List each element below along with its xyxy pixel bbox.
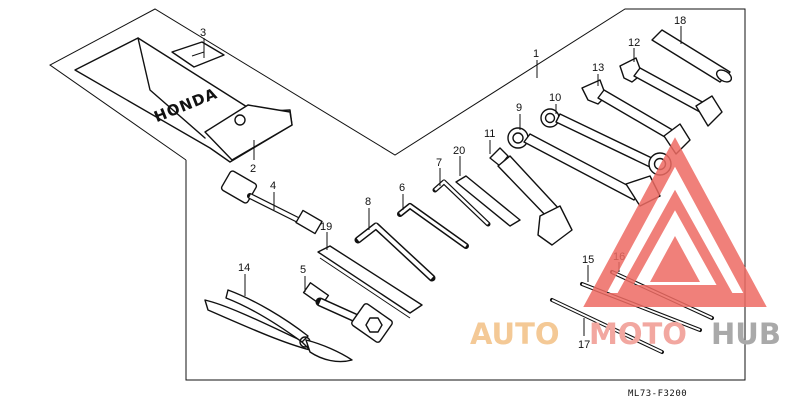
part-6-hex-key [397,203,469,249]
part-20-flat-blade [455,175,521,227]
part-8-hex-key-large [354,222,436,282]
part-14-pliers [204,289,353,363]
watermark-auto: AUTO [470,317,560,351]
watermark-logo [583,137,767,307]
callout-2: 2 [250,163,256,175]
leader-lines [203,26,682,336]
part-12-open-wrench [619,57,723,127]
callout-8: 8 [365,196,371,208]
part-13-open-wrench [581,79,691,155]
part-19-flat-bar [317,245,423,319]
watermark-moto: MOTO [589,317,687,351]
drawing-code: ML73-F3200 [628,389,687,399]
callout-1: 1 [533,48,539,60]
part-2-tool-pouch: HONDA [74,37,293,163]
callout-6: 6 [399,182,405,194]
callout-5: 5 [300,264,306,276]
kit-border [49,8,746,381]
callout-12: 12 [628,37,640,49]
part-18-handle [651,29,733,83]
callout-20: 20 [453,145,465,157]
callout-14: 14 [238,262,250,274]
watermark-triangle-inner [616,189,734,295]
part-7-hex-key-small [432,179,491,227]
part-3-label-plate [171,41,225,68]
part-5-socket-wrench [302,282,393,343]
callout-15: 15 [582,254,594,266]
part-4-extension-bar [220,170,323,235]
watermark-hub: HUB [711,317,781,351]
callout-4: 4 [270,180,276,192]
part-17-screwdriver [550,298,664,354]
callout-9: 9 [516,102,522,114]
callout-18: 18 [674,15,686,27]
callout-3: 3 [200,27,206,39]
callout-17: 17 [578,339,590,351]
watermark-text: AUTO MOTO HUB [470,317,781,351]
callout-7: 7 [436,157,442,169]
callout-11: 11 [484,128,495,140]
part-11-open-wrench [489,147,573,246]
callout-13: 13 [592,62,604,74]
watermark-triangle-outer [583,137,767,307]
callout-19: 19 [320,221,332,233]
watermark-triangle-core [650,236,700,282]
callout-10: 10 [549,92,561,104]
